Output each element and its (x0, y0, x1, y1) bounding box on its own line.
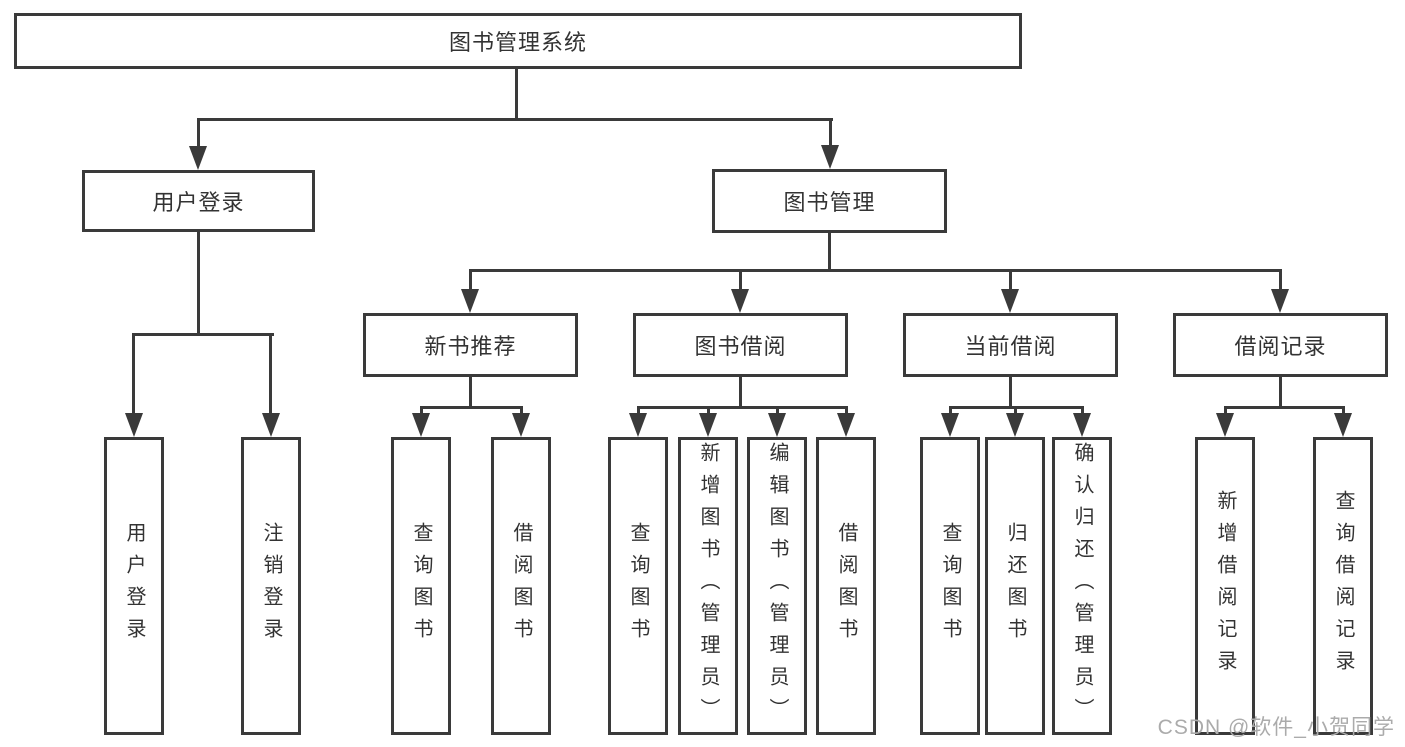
connector-drop-book-management (829, 118, 832, 150)
connector-section-stem (1009, 375, 1012, 409)
down-arrowhead (512, 413, 530, 437)
connector-section-stem (469, 375, 472, 409)
node-borrow-records: 借阅记录 (1173, 313, 1388, 377)
connector-section-branch (1224, 406, 1345, 409)
down-arrowhead (768, 413, 786, 437)
leaf-edit-books-admin: 编辑图书（管理员） (747, 437, 807, 735)
node-new-book-recommend: 新书推荐 (363, 313, 578, 377)
node-root: 图书管理系统 (14, 13, 1022, 69)
down-arrowhead (412, 413, 430, 437)
connector-mgmt-branch (469, 269, 1282, 272)
connector-root-stem (515, 69, 518, 120)
node-book-management: 图书管理 (712, 169, 947, 233)
leaf-current-query-books: 查询图书 (920, 437, 980, 735)
leaf-add-borrow-record: 新增借阅记录 (1195, 437, 1255, 735)
leaf-label: 查询图书 (410, 522, 432, 650)
leaf-label: 用户登录 (123, 522, 145, 650)
connector-drop-section (739, 269, 742, 295)
leaf-confirm-return-admin: 确认归还（管理员） (1052, 437, 1112, 735)
leaf-label: 借阅图书 (510, 522, 532, 650)
leaf-logout: 注销登录 (241, 437, 301, 735)
down-arrowhead (262, 413, 280, 437)
leaf-label: 查询图书 (939, 522, 961, 650)
down-arrowhead (837, 413, 855, 437)
down-arrowhead (1073, 413, 1091, 437)
connector-drop-leaf (269, 333, 272, 418)
leaf-label: 借阅图书 (835, 522, 857, 650)
down-arrowhead (731, 289, 749, 313)
down-arrowhead (941, 413, 959, 437)
leaf-recommend-query-books: 查询图书 (391, 437, 451, 735)
node-book-borrow: 图书借阅 (633, 313, 848, 377)
connector-section-branch (637, 406, 848, 409)
leaf-label: 查询借阅记录 (1332, 490, 1354, 682)
leaf-label: 确认归还（管理员） (1071, 442, 1093, 730)
connector-drop-section (1279, 269, 1282, 295)
connector-section-stem (1279, 375, 1282, 409)
watermark: CSDN @软件_小贺同学 (1157, 716, 1395, 739)
connector-root-branch (197, 118, 833, 121)
connector-drop-leaf (132, 333, 135, 418)
down-arrowhead (629, 413, 647, 437)
leaf-borrow-books: 借阅图书 (816, 437, 876, 735)
down-arrowhead (1216, 413, 1234, 437)
leaf-borrow-query-books: 查询图书 (608, 437, 668, 735)
connector-login-branch (133, 333, 274, 336)
connector-login-stem (197, 231, 200, 336)
down-arrowhead (461, 289, 479, 313)
connector-section-branch (420, 406, 523, 409)
leaf-label: 编辑图书（管理员） (766, 442, 788, 730)
down-arrowhead (189, 146, 207, 170)
down-arrowhead (1006, 413, 1024, 437)
leaf-label: 新增图书（管理员） (697, 442, 719, 730)
node-current-borrow: 当前借阅 (903, 313, 1118, 377)
leaf-label: 新增借阅记录 (1214, 490, 1236, 682)
leaf-user-login: 用户登录 (104, 437, 164, 735)
connector-drop-section (469, 269, 472, 295)
down-arrowhead (1334, 413, 1352, 437)
connector-drop-section (1009, 269, 1012, 295)
leaf-label: 查询图书 (627, 522, 649, 650)
down-arrowhead (125, 413, 143, 437)
leaf-add-books-admin: 新增图书（管理员） (678, 437, 738, 735)
leaf-return-books: 归还图书 (985, 437, 1045, 735)
down-arrowhead (1271, 289, 1289, 313)
down-arrowhead (821, 145, 839, 169)
node-user-login: 用户登录 (82, 170, 315, 232)
connector-section-stem (739, 375, 742, 409)
leaf-query-borrow-record: 查询借阅记录 (1313, 437, 1373, 735)
leaf-recommend-borrow-books: 借阅图书 (491, 437, 551, 735)
down-arrowhead (1001, 289, 1019, 313)
leaf-label: 归还图书 (1004, 522, 1026, 650)
connector-mgmt-stem (828, 232, 831, 272)
leaf-label: 注销登录 (260, 522, 282, 650)
down-arrowhead (699, 413, 717, 437)
connector-drop-user-login (197, 118, 200, 150)
